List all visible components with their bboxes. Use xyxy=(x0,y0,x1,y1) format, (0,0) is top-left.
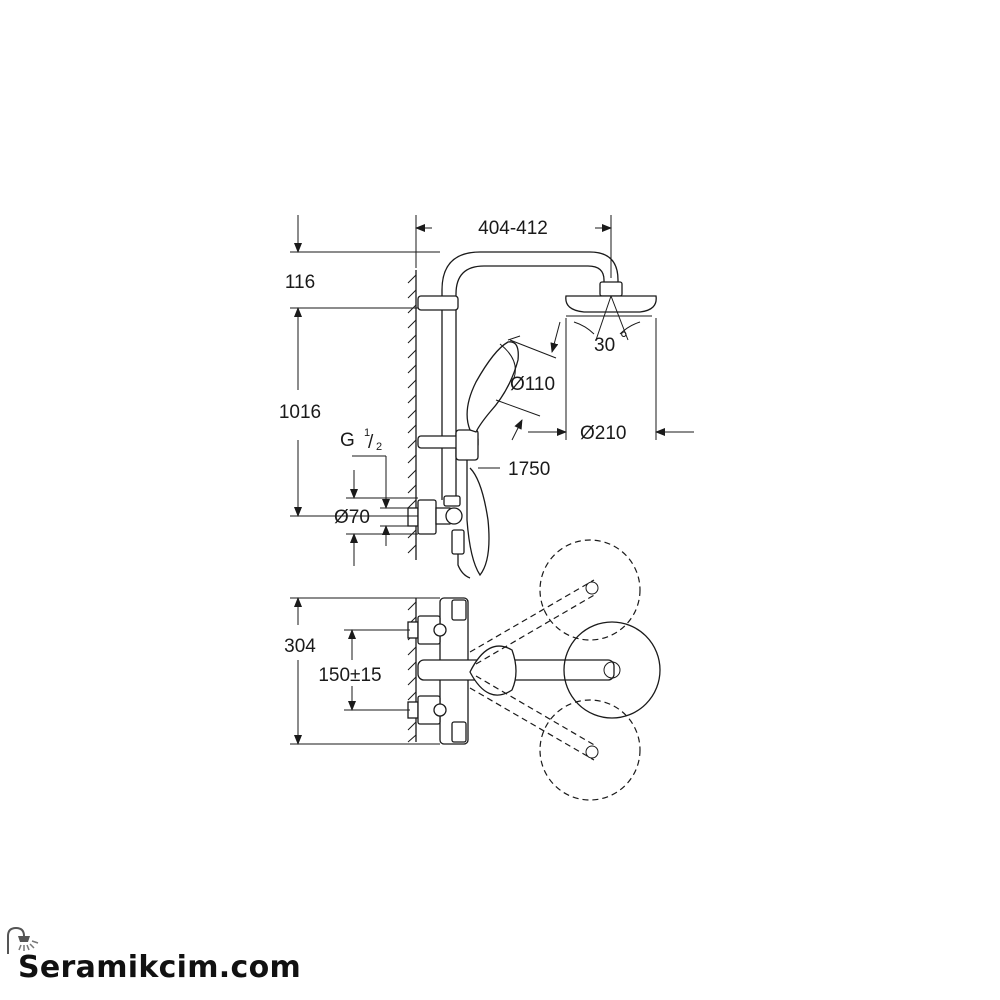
hose xyxy=(466,460,490,577)
svg-text:°: ° xyxy=(620,329,628,350)
top-height-label: 116 xyxy=(285,272,315,293)
rotation-positions xyxy=(469,539,641,801)
shower-head-icon xyxy=(7,926,39,954)
mixer-height-label: 304 xyxy=(284,636,316,657)
svg-text:2: 2 xyxy=(376,441,382,453)
svg-text:/: / xyxy=(368,432,374,453)
svg-text:1: 1 xyxy=(364,427,370,439)
head-shower-diameter-label: Ø210 xyxy=(580,423,626,444)
hand-shower-diameter-label: Ø110 xyxy=(510,374,555,395)
width-range-label: 404-412 xyxy=(478,218,548,239)
total-height-label: 1016 xyxy=(279,402,321,423)
hose-length-label: 1750 xyxy=(508,459,550,480)
shower-arm-plan xyxy=(417,621,661,719)
tilt-angle-label: 30 xyxy=(594,335,615,356)
elevation-view: 404-412 116 1016 G 1 / 2 Ø70 Ø110 xyxy=(279,215,694,579)
outlet-diameter-label: Ø70 xyxy=(334,507,370,528)
connection-label: G xyxy=(340,430,355,451)
head-shower xyxy=(565,281,657,341)
thermostat-side xyxy=(407,495,463,535)
plan-view: 304 150±15 xyxy=(284,539,661,801)
brand-name: Seramikcim.com xyxy=(18,950,302,985)
shower-column xyxy=(417,251,619,500)
centers-label: 150±15 xyxy=(318,665,381,686)
hand-shower xyxy=(466,335,521,433)
